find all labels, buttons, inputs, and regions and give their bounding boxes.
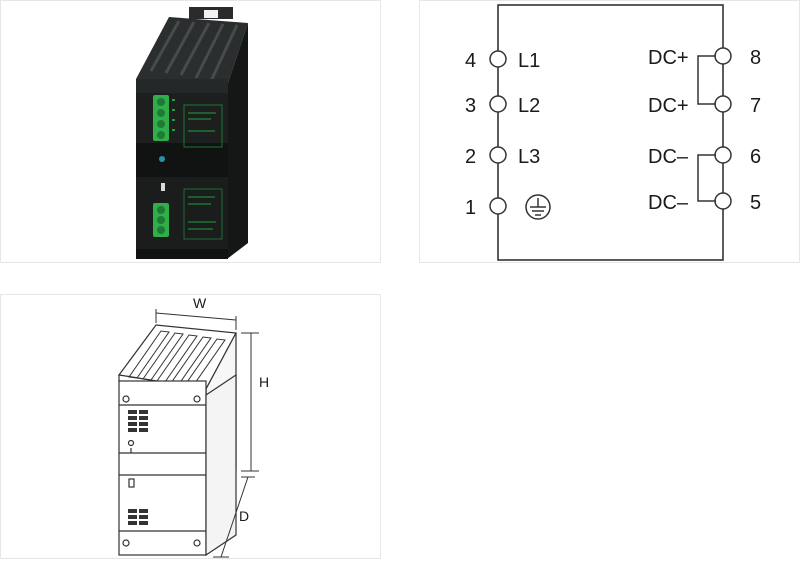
dimension-drawing: W H D — [117, 295, 269, 558]
terminal-number: 5 — [750, 192, 761, 214]
status-led — [159, 156, 165, 162]
terminal-number: 6 — [750, 146, 761, 168]
wiring-diagram-panel: 4 L1 3 L2 2 L3 1 8 — [419, 0, 800, 263]
width-label: W — [193, 295, 207, 311]
terminal-number: 4 — [465, 50, 476, 72]
terminal-label: DC+ — [648, 95, 689, 117]
terminal-number: 3 — [465, 95, 476, 117]
left-terminal-2: 2 L3 — [465, 146, 540, 168]
terminal-label: L1 — [518, 50, 540, 72]
upper-terminal-block — [128, 410, 148, 432]
lower-terminal-block — [128, 509, 148, 525]
height-label: H — [259, 374, 269, 390]
middle-divider — [136, 143, 228, 177]
terminal-circle — [714, 192, 732, 210]
right-terminal-6: 6 DC– — [648, 146, 761, 168]
dimension-drawing-panel: W H D — [0, 294, 381, 559]
output-terminal-block — [153, 95, 169, 141]
device-outline — [497, 4, 724, 261]
terminal-number: 1 — [465, 197, 476, 219]
small-indicator — [161, 183, 165, 191]
terminal-label: DC– — [648, 146, 689, 168]
terminal-number: 8 — [750, 47, 761, 69]
terminal-circle — [714, 95, 732, 113]
bracket-slot — [204, 10, 218, 18]
lower-section — [136, 177, 228, 259]
wiring-diagram: 4 L1 3 L2 2 L3 1 8 — [465, 4, 761, 261]
terminal-label: DC– — [648, 192, 689, 214]
bridge-wire-dc-minus — [697, 154, 716, 202]
depth-label: D — [239, 508, 249, 524]
bottom-bezel — [136, 249, 228, 259]
terminal-circle — [489, 146, 507, 164]
terminal-circle — [489, 197, 507, 215]
right-terminal-5: 5 DC– — [648, 192, 761, 214]
upper-bezel — [136, 79, 228, 93]
terminal-number: 2 — [465, 146, 476, 168]
outline-drawing — [117, 324, 237, 557]
product-photo-panel — [0, 0, 381, 263]
terminal-number: 7 — [750, 95, 761, 117]
terminal-circle — [714, 146, 732, 164]
output-label-print — [183, 104, 223, 148]
terminal-label: L2 — [518, 95, 540, 117]
terminal-circle — [489, 95, 507, 113]
input-label-print — [183, 188, 223, 240]
terminal-circle — [714, 47, 732, 65]
terminal-label: DC+ — [648, 47, 689, 69]
dimension-lines — [155, 309, 259, 558]
terminal-label: L3 — [518, 146, 540, 168]
left-terminal-3: 3 L2 — [465, 95, 540, 117]
housing-side — [227, 23, 248, 259]
left-terminal-1: 1 — [465, 194, 551, 220]
terminal-circle — [489, 50, 507, 68]
left-terminal-4: 4 L1 — [465, 50, 540, 72]
right-terminal-8: 8 DC+ — [648, 47, 761, 69]
right-terminal-7: 7 DC+ — [648, 95, 761, 117]
power-supply-photo — [136, 7, 248, 259]
ground-icon — [525, 194, 551, 220]
bridge-wire-dc-plus — [697, 55, 716, 105]
